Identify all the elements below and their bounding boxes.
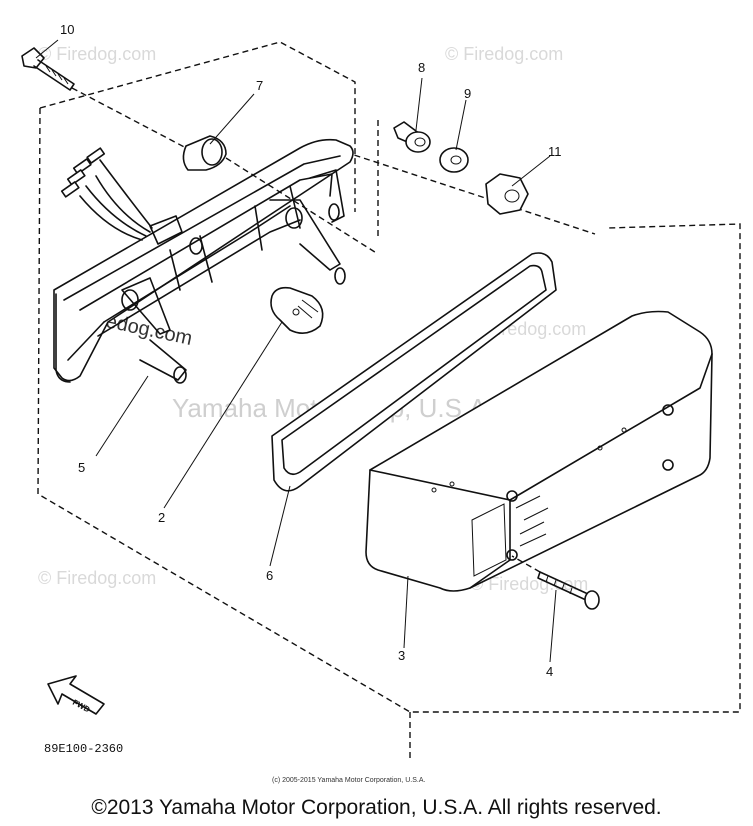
- watermark-bottom-right: © Firedog.com: [470, 574, 588, 594]
- callout-labels: 10 7 8 9 11 5 2 6 3 4: [60, 22, 562, 679]
- callout-8: 8: [418, 60, 425, 75]
- parts-diagram: © Firedog.com © Firedog.com © Firedog.co…: [21, 22, 741, 784]
- fwd-arrow-icon: FWD: [47, 675, 105, 715]
- callout-2: 2: [158, 510, 165, 525]
- callout-3: 3: [398, 648, 405, 663]
- assembly-outline: [37, 41, 741, 762]
- bulb-part-2: [270, 286, 324, 334]
- callout-5: 5: [78, 460, 85, 475]
- callout-10: 10: [60, 22, 74, 37]
- callout-4: 4: [546, 664, 553, 679]
- washer-part-9: [439, 147, 469, 173]
- small-copyright: (c) 2005-2015 Yamaha Motor Corporation, …: [272, 777, 425, 784]
- footer-copyright: ©2013 Yamaha Motor Corporation, U.S.A. A…: [91, 796, 662, 819]
- lamp-housing: [53, 138, 354, 384]
- wire-harness: [60, 147, 183, 245]
- diagram-number: 89E100-2360: [44, 742, 123, 756]
- nut-part-11: [485, 173, 529, 215]
- callout-6: 6: [266, 568, 273, 583]
- leader-lines: [35, 39, 557, 663]
- watermark-top-left: © Firedog.com: [38, 44, 156, 64]
- lens-part-3: [365, 310, 713, 592]
- watermark-bottom-left: © Firedog.com: [38, 568, 156, 588]
- callout-7: 7: [256, 78, 263, 93]
- callout-9: 9: [464, 86, 471, 101]
- watermark-top-right: © Firedog.com: [445, 44, 563, 64]
- grommet-part-7: [182, 135, 379, 255]
- lens-screw-part-4: [511, 555, 600, 610]
- callout-11: 11: [548, 144, 562, 159]
- screw-part-10: [21, 47, 191, 151]
- spacer-part-8: [393, 121, 431, 153]
- gasket-part-6: [271, 252, 557, 492]
- fwd-label: FWD: [71, 698, 92, 715]
